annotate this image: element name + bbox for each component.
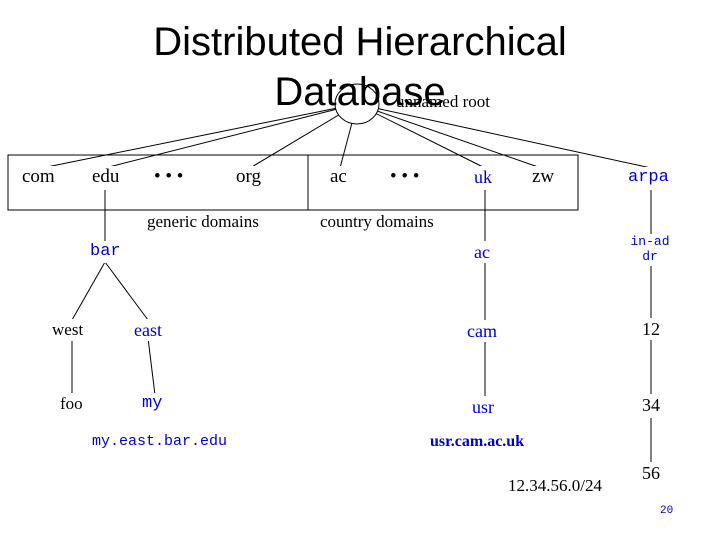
- tld-com: com: [20, 166, 57, 188]
- node-east: east: [132, 319, 164, 341]
- subnet-label: 12.34.56.0/24: [506, 475, 604, 497]
- root-label: unnamed root: [396, 92, 490, 111]
- node-12: 12: [640, 318, 662, 340]
- tld-org: org: [234, 166, 263, 188]
- node-my: my: [140, 393, 165, 415]
- node-34: 34: [640, 394, 662, 416]
- tld-edu: edu: [90, 166, 122, 188]
- node-56: 56: [640, 462, 662, 484]
- fqdn-usr-cam-ac-uk: usr.cam.ac.uk: [428, 431, 527, 453]
- node-in-addr: in-addr: [626, 234, 674, 264]
- tld-ac: ac: [328, 166, 349, 188]
- country-domains-label: country domains: [318, 211, 436, 233]
- node-ac-uk: ac: [472, 241, 492, 263]
- fqdn-my-east-bar-edu: my.east.bar.edu: [90, 431, 230, 453]
- generic-ellipsis: • • •: [152, 166, 186, 188]
- slide-title-line1: Distributed Hierarchical: [153, 20, 567, 64]
- left-tree-edges: [71, 190, 156, 396]
- root-edges: [41, 103, 652, 169]
- node-bar: bar: [88, 241, 123, 263]
- tld-arpa: arpa: [626, 167, 671, 189]
- page-number: 20: [660, 505, 674, 517]
- country-domains-box: [307, 154, 579, 211]
- node-usr: usr: [470, 396, 496, 418]
- country-ellipsis: • • •: [388, 166, 422, 188]
- node-cam: cam: [465, 320, 499, 342]
- slide-title-line2: Database: [274, 70, 446, 114]
- tld-zw: zw: [530, 166, 557, 188]
- generic-domains-label: generic domains: [145, 211, 261, 233]
- root-node: [334, 83, 380, 125]
- tld-uk: uk: [472, 166, 494, 188]
- node-foo: foo: [58, 393, 85, 415]
- node-west: west: [50, 319, 86, 341]
